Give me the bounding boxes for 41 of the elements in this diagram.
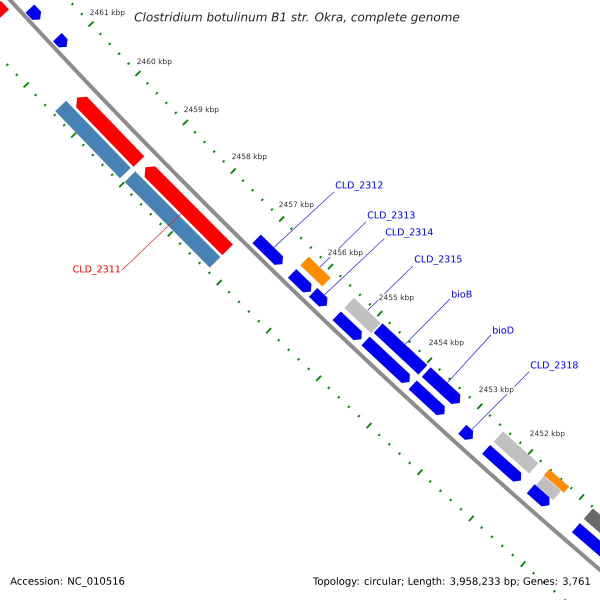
gene-pentagon [572, 523, 600, 559]
gene-pentagon [458, 424, 474, 440]
footer-text: Topology: circular; Length: 3,958,233 bp; Genes: 3,761 [312, 577, 590, 587]
gene-label: CLD_2314 [386, 228, 433, 238]
gene-bar [300, 256, 331, 286]
gene-label: CLD_2318 [530, 361, 578, 371]
leader-line [122, 214, 182, 270]
gene-pentagon [26, 4, 42, 20]
gene-bar [344, 298, 381, 334]
leader-line [274, 192, 334, 248]
gene-pentagon [408, 380, 445, 416]
gene-label: bioB [452, 290, 472, 298]
gene-pentagon [144, 166, 233, 256]
gene-bar [124, 171, 220, 268]
leader-line [324, 238, 384, 296]
gene-label: CLD_2315 [414, 255, 462, 265]
gene-label: bioD [493, 326, 514, 334]
gene-bar [55, 100, 131, 178]
gene-pentagon [76, 96, 144, 167]
gene-bar [544, 469, 570, 493]
gene-label: CLD_2312 [336, 181, 382, 191]
gene-label: CLD_2311 [73, 265, 120, 275]
leader-line [367, 266, 414, 311]
footer-text: Accession: NC_010516 [10, 577, 124, 587]
gene-pentagon [0, 1, 9, 20]
leader-line [447, 334, 492, 383]
gene-pentagon [308, 288, 328, 306]
gene-pentagon [288, 269, 312, 292]
gene-pentagon [53, 32, 68, 48]
gene-pentagon [526, 484, 550, 506]
gene-pentagon [482, 444, 522, 482]
gene-pentagon [422, 367, 460, 404]
gene-pentagon [252, 234, 283, 265]
leader-line [404, 298, 450, 345]
gene-bar [536, 476, 561, 500]
gene-label: CLD_2313 [368, 211, 415, 221]
gene-bar [584, 508, 600, 536]
gene-pentagon [361, 336, 410, 383]
gene-pentagon [332, 311, 362, 340]
title: Clostridium botulinum B1 str. Okra, complete genome [134, 12, 460, 24]
gene-bar [374, 323, 428, 375]
